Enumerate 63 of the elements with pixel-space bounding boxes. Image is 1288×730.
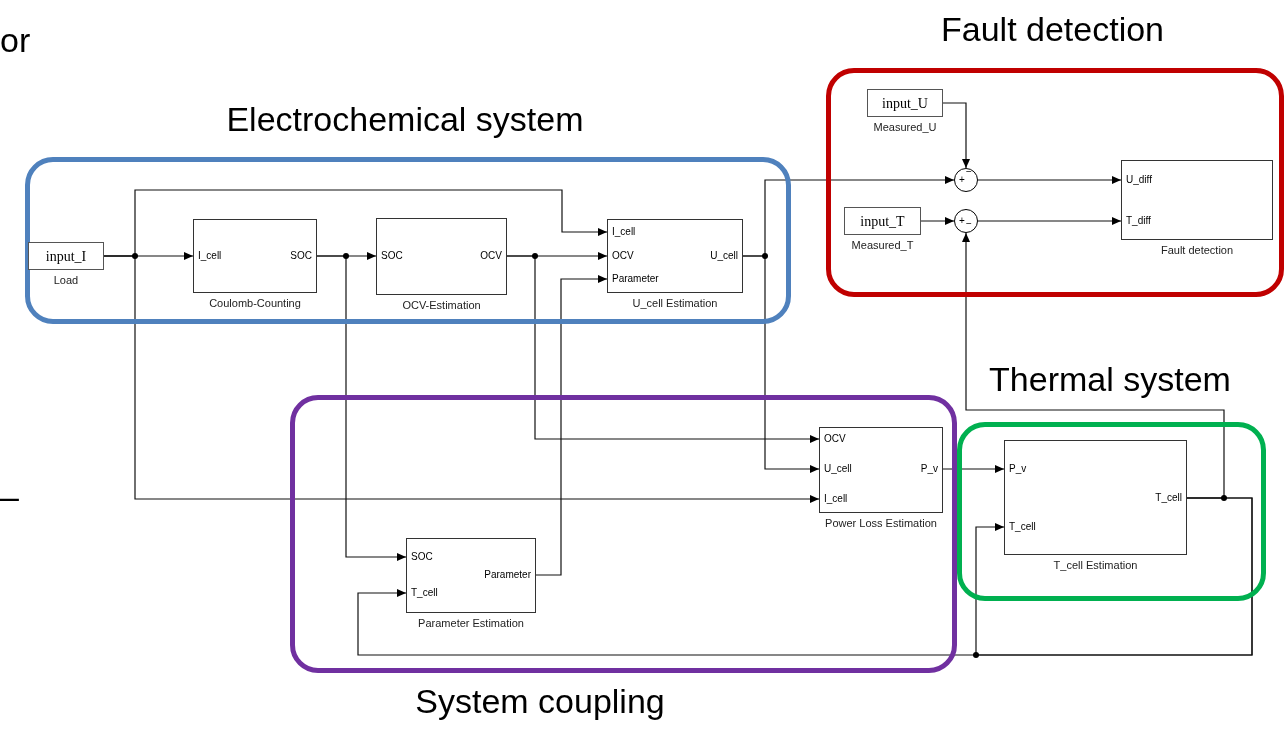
block-caption: Power Loss Estimation	[824, 517, 938, 530]
process-block	[193, 219, 317, 293]
block-caption: Fault detection	[1159, 244, 1235, 257]
process-block	[819, 427, 943, 513]
slide-text: or	[0, 20, 31, 61]
signal-line	[506, 255, 820, 443]
signal-line	[742, 255, 820, 473]
group-title: Fault detection	[940, 9, 1165, 50]
sign-label: +	[959, 174, 965, 186]
signal-line	[103, 255, 820, 503]
sign-label: −	[966, 166, 972, 178]
block-caption: Load	[52, 274, 80, 287]
process-block	[406, 538, 536, 613]
signal-line	[920, 217, 955, 225]
port-label: Parameter	[612, 273, 659, 285]
group-title: Thermal system	[988, 359, 1232, 400]
sum-junction	[954, 209, 978, 233]
block-caption: OCV-Estimation	[401, 299, 482, 312]
signal-line	[316, 255, 407, 561]
port-label: I_cell	[198, 250, 222, 262]
port-label: SOC	[381, 250, 403, 262]
signal-line	[535, 275, 608, 576]
signal-line	[977, 176, 1122, 184]
group-title: Electrochemical system	[225, 99, 585, 140]
port-label: OCV	[612, 250, 634, 262]
block-caption: Measured_U	[872, 121, 938, 134]
block-caption: U_cell Estimation	[631, 297, 719, 310]
port-label: OCV	[480, 250, 502, 262]
sign-label: −	[966, 218, 972, 230]
sum-junction	[954, 168, 978, 192]
process-block	[376, 218, 507, 295]
block-caption: Parameter Estimation	[417, 617, 525, 630]
port-label: Parameter	[484, 569, 531, 581]
signal-line	[357, 497, 1253, 656]
slide-text: –	[0, 476, 19, 517]
signal-line	[942, 465, 1005, 473]
port-label: T_cell	[1009, 521, 1036, 533]
signal-line	[942, 102, 970, 169]
port-label: U_cell	[710, 250, 738, 262]
process-block	[1004, 440, 1187, 555]
port-label: T_cell	[1155, 492, 1182, 504]
port-label: U_diff	[1126, 174, 1152, 186]
port-label: P_v	[1009, 463, 1027, 475]
port-label: SOC	[290, 250, 312, 262]
block-caption: T_cell Estimation	[1052, 559, 1139, 572]
block-caption: Coulomb-Counting	[208, 297, 302, 310]
block-caption: Measured_T	[850, 239, 915, 252]
signal-line	[977, 217, 1122, 225]
group-title: System coupling	[414, 681, 666, 722]
port-label: P_v	[920, 463, 938, 475]
port-label: U_cell	[824, 463, 852, 475]
port-label: T_diff	[1126, 215, 1151, 227]
process-block	[607, 219, 743, 293]
input-block: input_T	[844, 207, 921, 235]
input-block: input_I	[28, 242, 104, 270]
port-label: T_cell	[411, 587, 438, 599]
port-label: I_cell	[824, 493, 848, 505]
port-label: SOC	[411, 551, 433, 563]
input-block: input_U	[867, 89, 943, 117]
port-label: I_cell	[612, 226, 636, 238]
port-label: OCV	[824, 433, 846, 445]
process-block	[1121, 160, 1273, 240]
sign-label: +	[959, 215, 965, 227]
